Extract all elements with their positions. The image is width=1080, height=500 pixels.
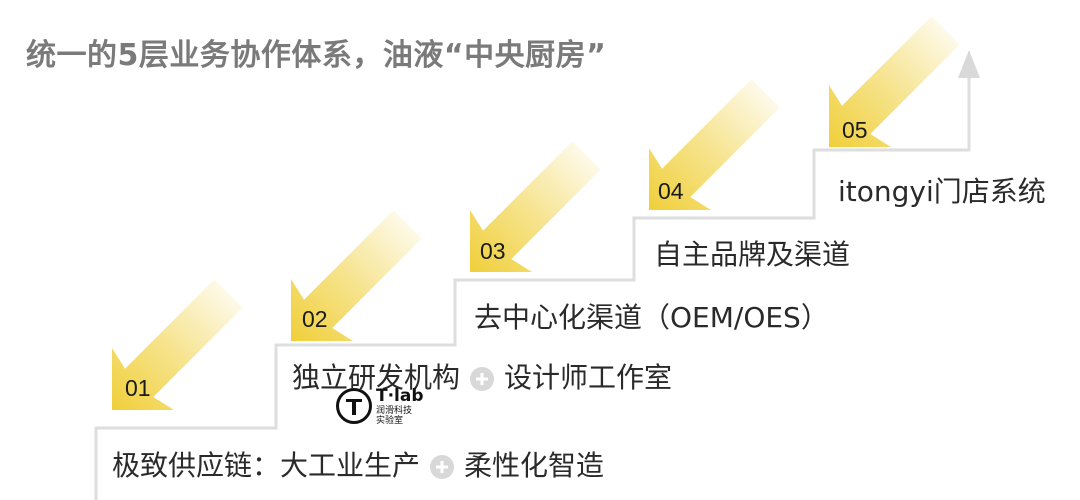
staircase-line	[94, 78, 971, 500]
tlab-sub-line2: 实验室	[376, 416, 404, 426]
step-05-label: itongyi门店系统	[838, 175, 1046, 208]
page-title: 统一的5层业务协作体系，油液“中央厨房”	[26, 38, 607, 73]
step-05-arrow-icon	[829, 16, 960, 148]
step-01-label-a: 极致供应链：大工业生产	[112, 449, 421, 482]
plus-icon	[430, 455, 455, 479]
step-01-label-b: 柔性化智造	[464, 449, 605, 482]
step-02-arrow-icon	[291, 210, 422, 341]
tlab-logo: T·lab 润滑科技 实验室	[336, 384, 436, 430]
step-02-label-b: 设计师工作室	[504, 361, 673, 394]
step-02-label-a: 独立研发机构	[292, 361, 461, 394]
step-02-number: 02	[302, 306, 328, 332]
tlab-subtitle: 润滑科技 实验室	[376, 406, 432, 426]
step-04-number: 04	[658, 178, 684, 204]
up-arrow-icon	[958, 50, 980, 78]
step-03-label: 去中心化渠道（OEM/OES）	[474, 301, 829, 334]
step-04-arrow-icon	[649, 79, 780, 210]
step-03-arrow-icon	[470, 141, 601, 272]
step-01-arrow-icon	[112, 279, 243, 410]
tlab-name: T·lab	[376, 386, 424, 406]
step-01-label: 极致供应链：大工业生产 柔性化智造	[112, 444, 604, 484]
step-04-label: 自主品牌及渠道	[654, 238, 851, 271]
tlab-badge-icon	[336, 388, 372, 424]
step-03-number: 03	[480, 238, 506, 264]
step-02-label: 独立研发机构 设计师工作室	[292, 356, 672, 396]
step-05-number: 05	[842, 117, 868, 143]
plus-icon	[470, 367, 495, 391]
step-01-number: 01	[125, 375, 151, 401]
tlab-sub-line1: 润滑科技	[376, 406, 413, 416]
